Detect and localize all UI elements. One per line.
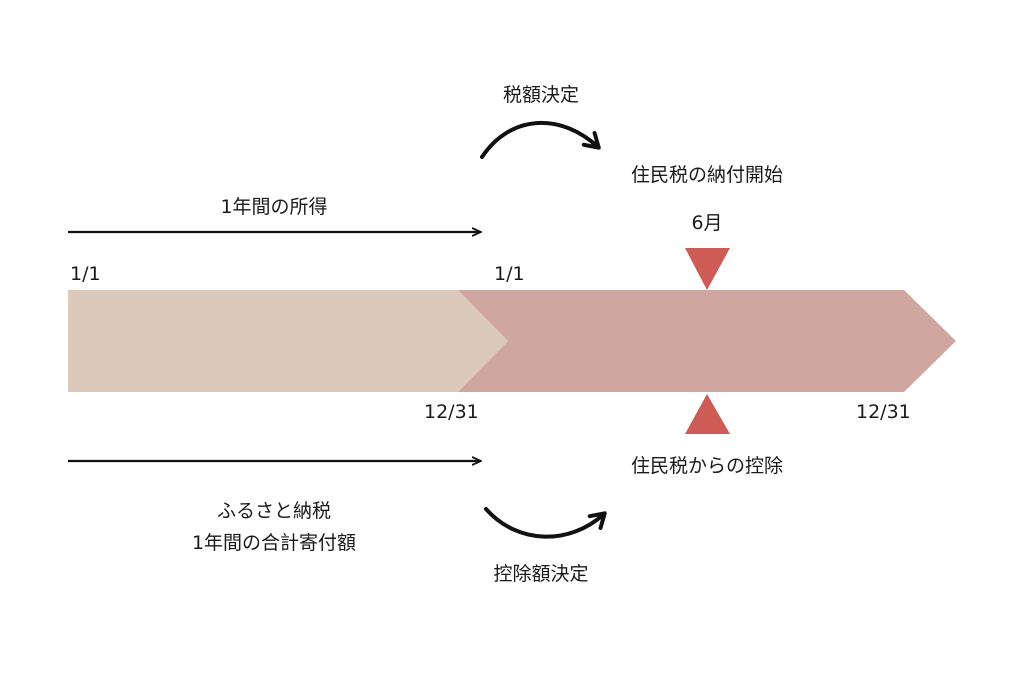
start-date-year-2: 1/1 [494, 263, 525, 285]
june-marker-down [685, 248, 730, 290]
june-marker-up [685, 394, 730, 434]
tax-decision-label: 税額決定 [502, 84, 580, 106]
resident-tax-start-label: 住民税の納付開始 [630, 164, 784, 186]
one-year-income-label: 1年間の所得 [220, 196, 328, 218]
end-date-year-1: 12/31 [424, 401, 479, 423]
furusato-tax-label: ふるさと納税 [216, 500, 332, 522]
year-2-band [458, 290, 956, 392]
resident-tax-deduction-label: 住民税からの控除 [630, 455, 784, 477]
end-date-year-2: 12/31 [856, 401, 911, 423]
tax-decision-curved-arrow [480, 120, 601, 159]
deduction-decision-curved-arrow [484, 507, 607, 539]
start-date-year-1: 1/1 [70, 263, 101, 285]
annual-donation-total-label: 1年間の合計寄付額 [191, 532, 357, 554]
year-1-band [68, 290, 508, 392]
deduction-decision-label: 控除額決定 [493, 563, 589, 585]
june-label: 6月 [691, 212, 723, 234]
